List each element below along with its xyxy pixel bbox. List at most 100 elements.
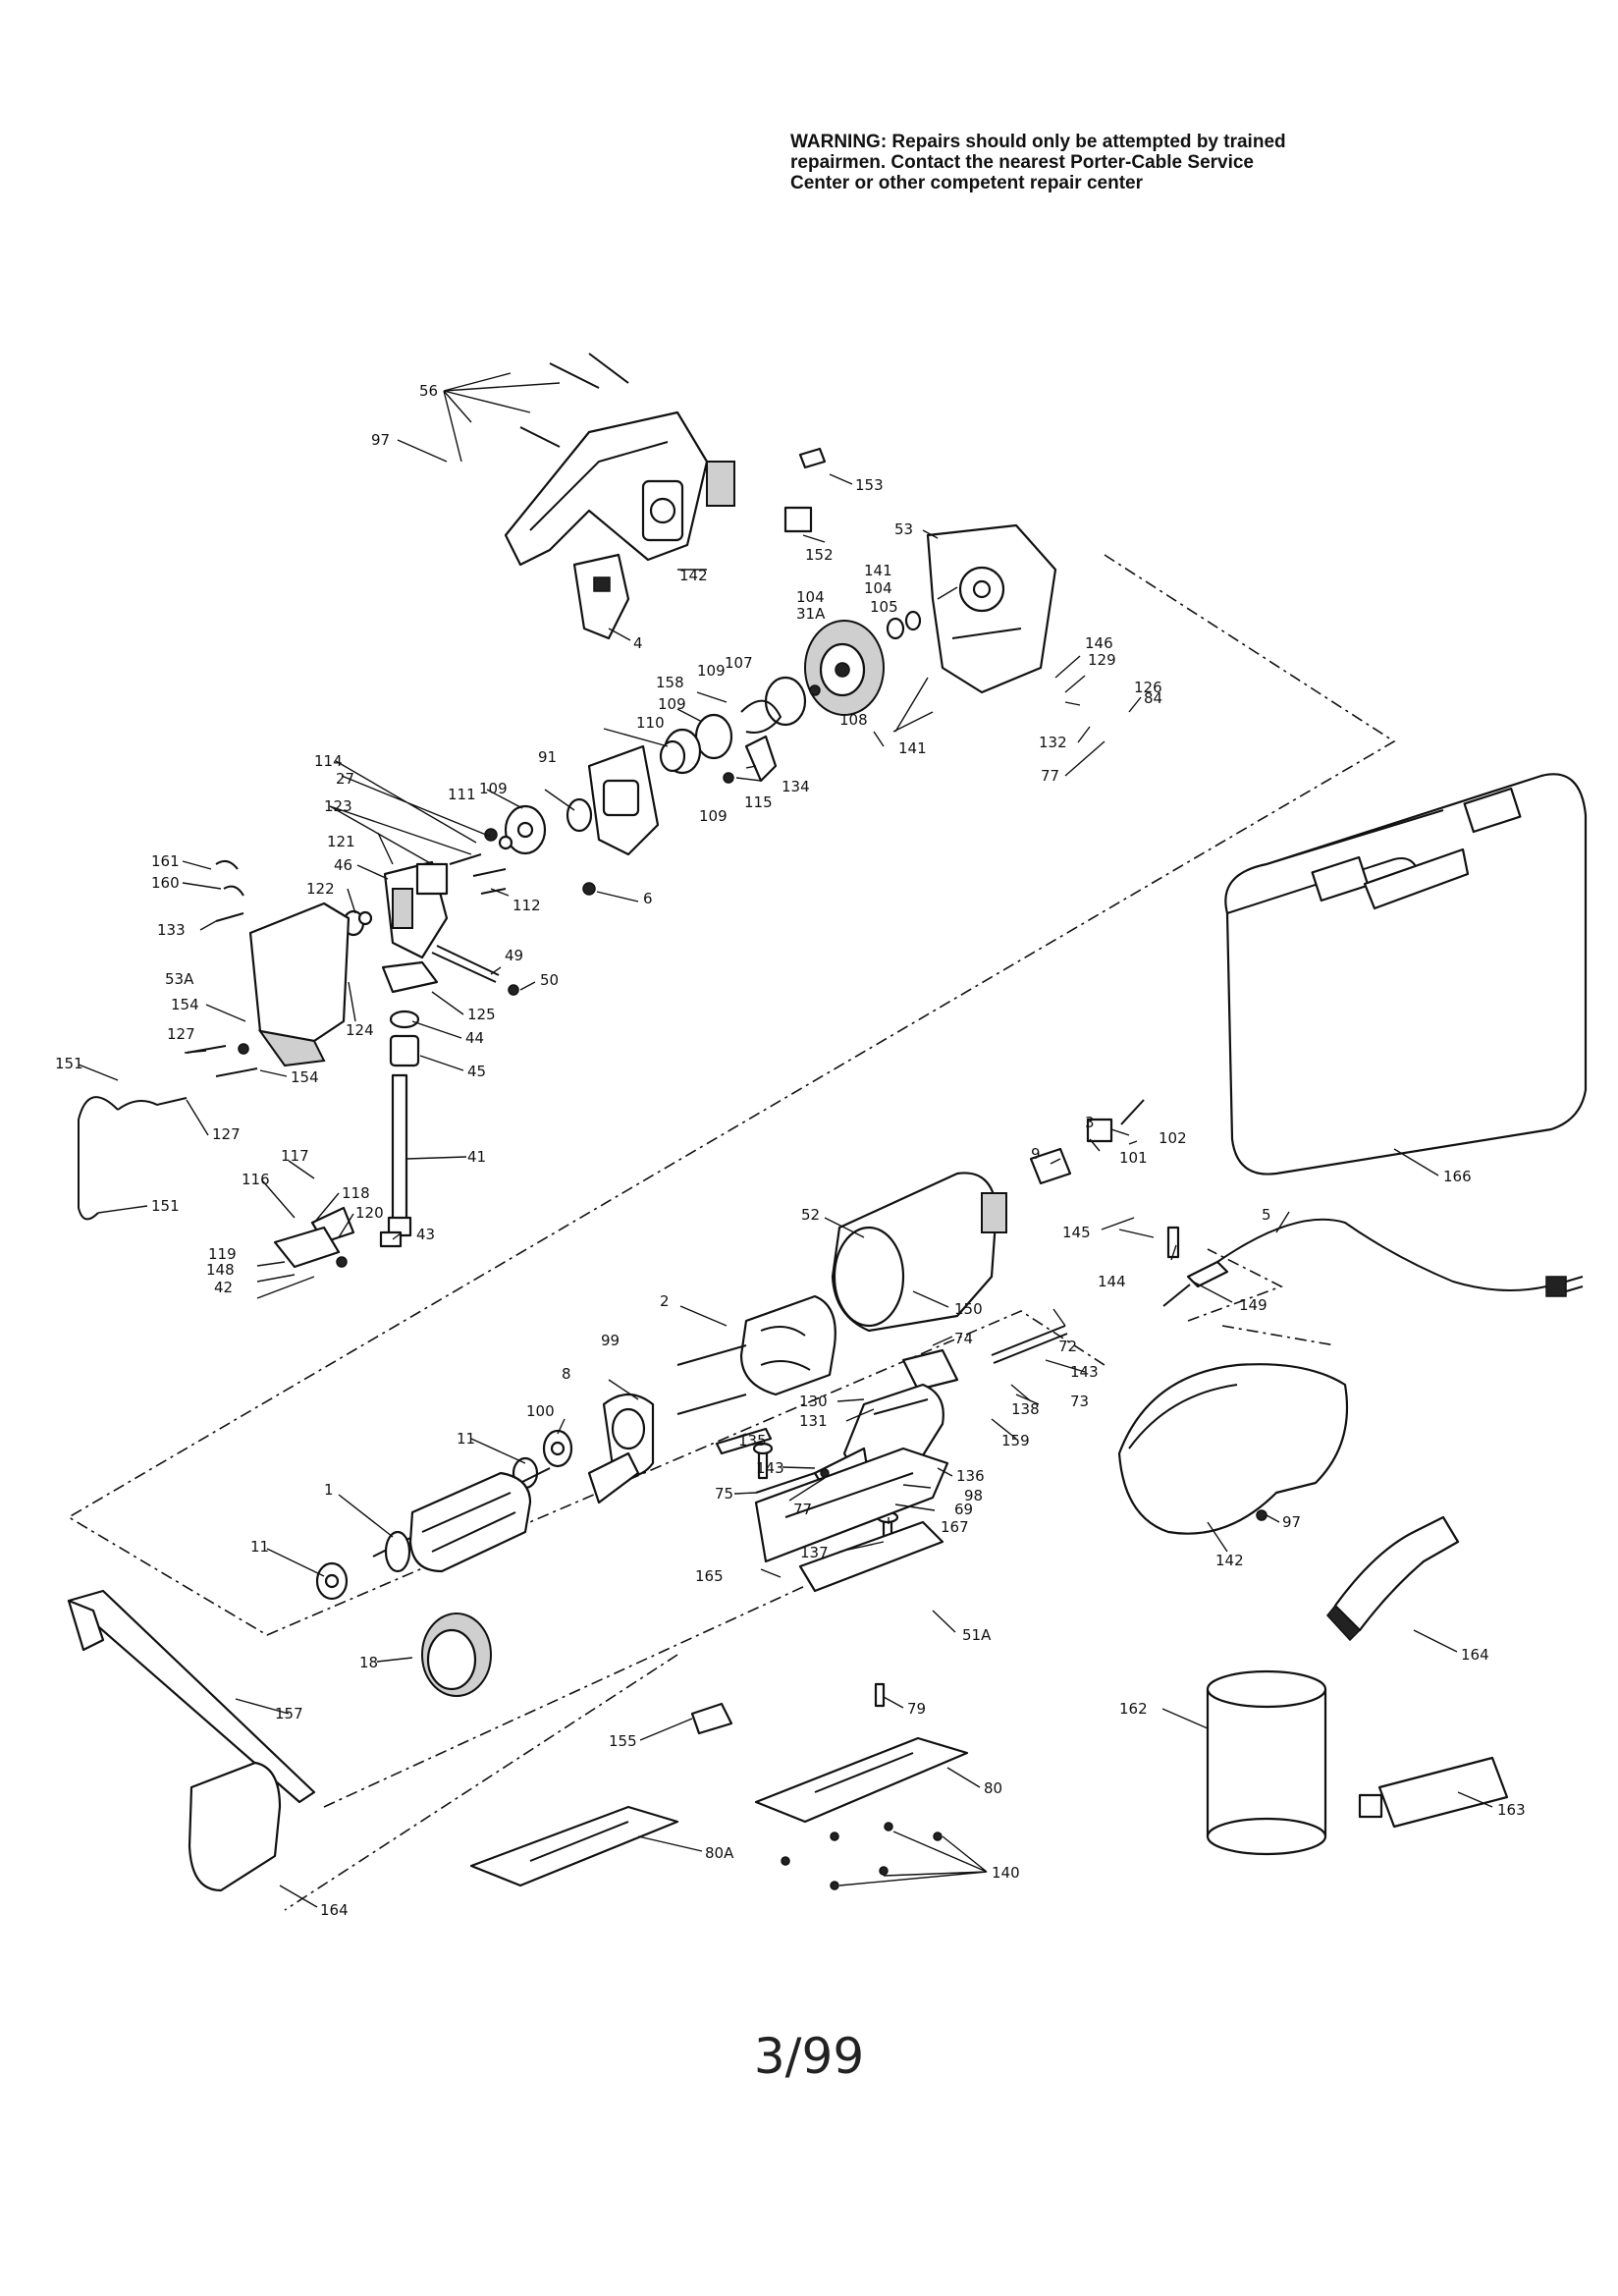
callout: 115	[744, 793, 773, 811]
callout: 51A	[962, 1626, 992, 1644]
callout: 137	[800, 1544, 829, 1561]
callout: 133	[157, 921, 186, 939]
callout: 138	[1011, 1400, 1040, 1418]
callout: 126	[1134, 679, 1162, 696]
lower-assembly-boundary	[284, 1325, 1336, 1911]
cord-5	[1216, 1218, 1584, 1297]
motor-cover-142	[1117, 1363, 1349, 1535]
callout: 153	[855, 476, 884, 494]
callout: 123	[324, 797, 352, 815]
callout: 97	[1282, 1513, 1301, 1531]
switch-3-9	[1029, 1099, 1145, 1185]
callout: 122	[306, 880, 335, 898]
guide-111	[504, 804, 547, 855]
callout: 154	[291, 1068, 319, 1086]
callout: 163	[1497, 1801, 1526, 1819]
callout: 80	[984, 1779, 1002, 1797]
callout: 134	[782, 778, 810, 795]
callout: 118	[342, 1184, 370, 1202]
callout: 104	[864, 579, 892, 597]
warning-line-3: Center or other competent repair center	[790, 173, 1143, 193]
callout: 73	[1070, 1393, 1089, 1410]
callout: 114	[314, 752, 343, 770]
baffle-8	[587, 1393, 655, 1504]
blade-guard-53a	[248, 902, 351, 1067]
callout: 80A	[705, 1844, 734, 1862]
callout: 72	[1058, 1338, 1077, 1355]
callout: 98	[964, 1487, 983, 1504]
washers-104-105	[886, 610, 922, 640]
callout: 6	[643, 890, 653, 907]
callout: 120	[355, 1204, 384, 1222]
callout: 151	[151, 1197, 180, 1215]
callout: 46	[334, 856, 352, 874]
callout: 127	[167, 1025, 195, 1043]
callout: 116	[242, 1171, 270, 1188]
callout: 108	[839, 711, 868, 729]
callout: 155	[609, 1732, 637, 1750]
guard-164-lower	[188, 1761, 282, 1892]
callout: 3	[1085, 1114, 1095, 1131]
callout: 91	[538, 748, 557, 766]
field-2	[739, 1294, 836, 1396]
bracket-125	[381, 960, 439, 994]
callout: 45	[467, 1063, 486, 1080]
callout: 149	[1239, 1296, 1267, 1314]
bracket-72	[991, 1325, 1068, 1364]
warning-line-2: repairmen. Contact the nearest Porter-Ca…	[790, 152, 1255, 173]
switch-4	[572, 553, 630, 640]
callout: 165	[695, 1567, 724, 1585]
plate-135	[715, 1427, 773, 1455]
screws-140	[781, 1822, 943, 1890]
callout: 110	[636, 714, 665, 732]
rod-49	[431, 945, 500, 983]
callout: 9	[1031, 1145, 1041, 1163]
motor-housing-half-56	[504, 410, 735, 567]
screw-133	[215, 912, 244, 922]
pin-79	[874, 1682, 886, 1708]
callout: 135	[738, 1432, 767, 1449]
callout: 142	[1215, 1552, 1244, 1569]
screw-97-lower	[1256, 1509, 1267, 1521]
callout: 143	[756, 1459, 784, 1477]
callout: 119	[208, 1245, 237, 1263]
callout: 79	[907, 1700, 926, 1718]
gear-31a	[804, 620, 885, 716]
callout: 136	[956, 1467, 985, 1485]
carrying-case-166	[1224, 773, 1588, 1175]
callout: 52	[801, 1206, 820, 1224]
callout: 109	[699, 807, 728, 825]
callout: 75	[715, 1485, 733, 1503]
callout: 124	[346, 1021, 374, 1039]
cord-set-149-144	[1162, 1226, 1229, 1307]
callout: 159	[1001, 1432, 1030, 1449]
plunger-41	[387, 1073, 412, 1237]
callout: 141	[898, 739, 927, 757]
leader-lines	[78, 372, 1493, 1908]
callout: 42	[214, 1279, 233, 1296]
ball-6	[582, 882, 596, 896]
callout: 99	[601, 1332, 620, 1349]
screw-165	[752, 1442, 774, 1480]
bearing-plate-91	[587, 744, 660, 856]
brush-holder-152	[783, 506, 813, 533]
callout: 44	[465, 1029, 484, 1047]
callout: 151	[55, 1055, 83, 1072]
callout: 18	[359, 1654, 378, 1671]
callout: 130	[799, 1393, 828, 1410]
callout: 69	[954, 1501, 973, 1518]
callout: 100	[526, 1402, 555, 1420]
callout: 4	[633, 634, 643, 652]
callout: 41	[467, 1148, 486, 1166]
screws-99	[676, 1344, 747, 1415]
warning-line-1: WARNING: Repairs should only be attempte…	[790, 132, 1286, 152]
callout: 142	[679, 567, 708, 584]
blade-157	[67, 1589, 316, 1804]
callout: 140	[992, 1864, 1020, 1882]
callout: 5	[1262, 1206, 1271, 1224]
callout: 2	[660, 1292, 670, 1310]
callout: 166	[1443, 1168, 1472, 1185]
knob-155	[690, 1702, 733, 1735]
gear-18	[421, 1613, 492, 1697]
screws-56	[519, 353, 629, 448]
